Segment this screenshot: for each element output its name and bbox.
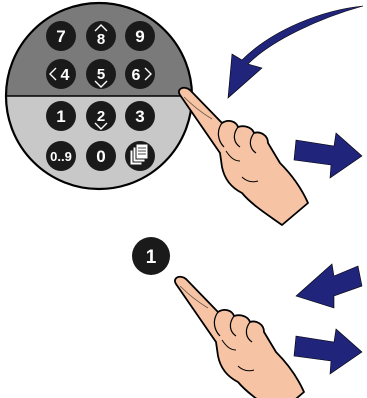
svg-text:3: 3 (135, 107, 144, 126)
pointing-hand-icon (179, 88, 308, 225)
curved-arrow-icon (228, 6, 363, 98)
keypad: 7 8 9 4 5 6 1 (0, 0, 200, 206)
arrow-left-icon (296, 264, 362, 308)
memory-card-icon (130, 144, 148, 165)
svg-text:6: 6 (132, 67, 141, 84)
svg-text:1: 1 (146, 247, 157, 268)
key-9[interactable]: 9 (125, 21, 155, 51)
arrow-right-icon (294, 133, 362, 178)
svg-text:0..9: 0..9 (50, 149, 72, 164)
pointing-hand-icon (175, 277, 304, 398)
key-0[interactable]: 0 (86, 141, 116, 171)
key-3[interactable]: 3 (125, 101, 155, 131)
key-0-to-9[interactable]: 0..9 (46, 141, 76, 171)
svg-text:7: 7 (56, 27, 65, 46)
svg-text:5: 5 (97, 66, 105, 83)
key-2[interactable]: 2 (86, 101, 116, 131)
demo-key-1[interactable]: 1 (132, 237, 170, 275)
key-1[interactable]: 1 (46, 101, 76, 131)
svg-text:9: 9 (135, 27, 144, 46)
key-8[interactable]: 8 (86, 21, 116, 51)
key-7[interactable]: 7 (46, 21, 76, 51)
svg-text:1: 1 (56, 107, 65, 126)
arrow-right-icon (294, 329, 362, 374)
svg-text:8: 8 (97, 31, 105, 48)
svg-text:2: 2 (97, 108, 105, 125)
svg-text:4: 4 (61, 67, 70, 84)
key-memory[interactable] (125, 141, 155, 171)
svg-text:0: 0 (96, 147, 105, 166)
key-4[interactable]: 4 (46, 59, 76, 89)
key-6[interactable]: 6 (125, 59, 155, 89)
key-5[interactable]: 5 (86, 59, 116, 89)
